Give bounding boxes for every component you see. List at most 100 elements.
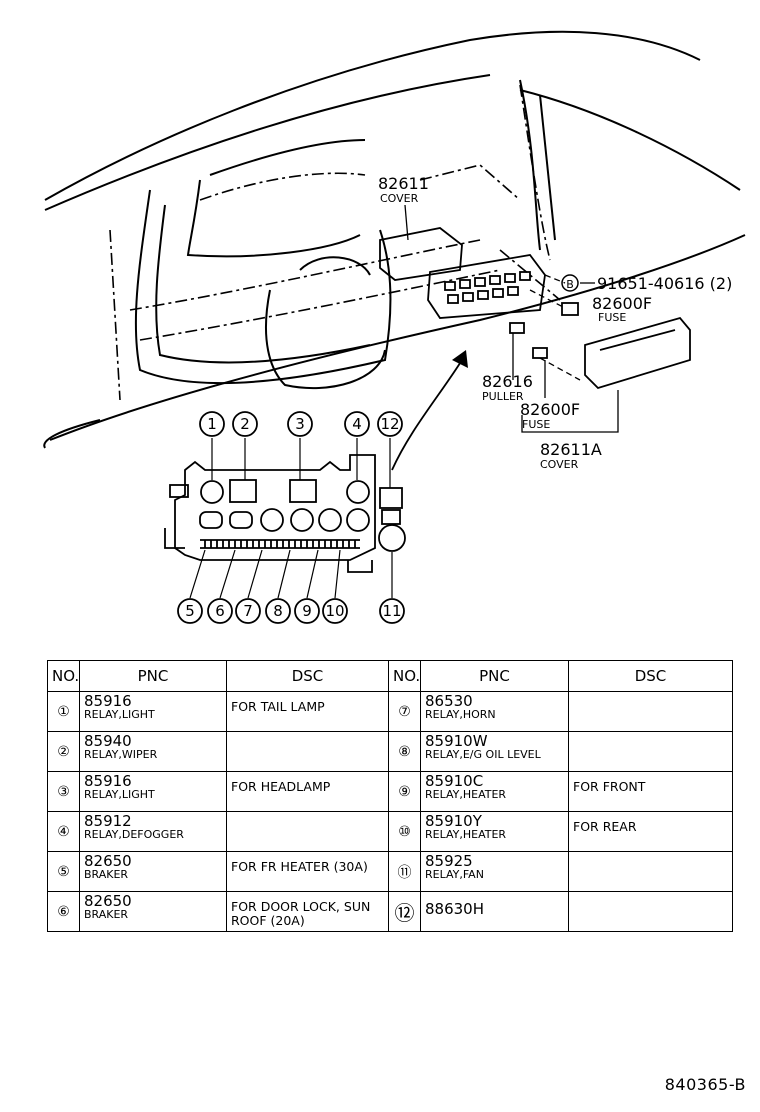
header-dsc-left: DSC [226,660,389,692]
callout-6: 6 [215,602,225,620]
callout-4: 4 [352,415,362,433]
callout-5: 5 [185,602,195,620]
pnc-number: 85940 [84,732,132,750]
pnc-description: RELAY,HORN [425,708,496,721]
callout-8: 8 [273,602,283,620]
header-pnc-right: PNC [420,660,569,692]
direction-arrow [391,359,463,471]
upper-fuse-block [379,227,546,319]
pnc-cell: 88630H [420,891,569,932]
pnc-number: 85925 [425,852,473,870]
callout-7: 7 [243,602,253,620]
pnc-description: RELAY,WIPER [84,748,158,761]
header-no-right: NO. [388,660,421,692]
callout-12: 12 [380,415,399,433]
pnc-description: RELAY,E/G OIL LEVEL [425,748,541,761]
bolt-pnc: 91651-40616 (2) [597,274,732,293]
dsc-cell: FOR HEADLAMP [226,771,389,812]
table-header-row: NO. PNC DSC NO. PNC DSC [47,660,733,692]
puller-pnc: 82616 [482,372,533,391]
fuse1-desc: FUSE [598,311,626,324]
dsc-cell [226,731,389,772]
fuse2-pnc: 82600F [520,400,580,419]
pnc-number: 85912 [84,812,132,830]
dsc-cell [568,851,733,892]
pnc-number: 85916 [84,692,132,710]
callout-9: 9 [302,602,312,620]
callout-numbers: 1 2 3 4 5 6 7 8 9 10 11 12 [185,415,401,620]
pnc-number: 85910Y [425,812,482,830]
bolt-marker-circle [561,274,579,292]
pnc-description: RELAY,LIGHT [84,788,155,801]
pnc-description: RELAY,LIGHT [84,708,155,721]
row-number: ⑫ [388,891,421,932]
cover2-pnc: 82611A [540,440,602,459]
row-number: ⑤ [47,851,80,892]
pnc-description: RELAY,FAN [425,868,484,881]
leader-lines [404,204,619,433]
dsc-cell [568,691,733,732]
row-number: ⑧ [388,731,421,772]
row-number: ⑪ [388,851,421,892]
relay-block [164,454,406,573]
pnc-description: RELAY,HEATER [425,828,507,841]
row-number: ② [47,731,80,772]
pnc-description: RELAY,HEATER [425,788,507,801]
fuse2-desc: FUSE [522,418,550,431]
pnc-number: 82650 [84,892,132,910]
pnc-number: 85910W [425,732,488,750]
dsc-cell [568,891,733,932]
row-number: ⑩ [388,811,421,852]
row-number: ⑦ [388,691,421,732]
dsc-cell [568,731,733,772]
cover2-desc: COVER [540,458,579,471]
callout-1: 1 [207,415,217,433]
row-number: ④ [47,811,80,852]
row-number: ⑥ [47,891,80,932]
puller-desc: PULLER [482,390,524,403]
dashboard-outline [43,30,746,449]
callout-leaders [189,438,393,599]
dsc-cell: FOR FRONT [568,771,733,812]
dsc-cell: FOR TAIL LAMP [226,691,389,732]
cover-top-pnc: 82611 [378,174,429,193]
pnc-number: 86530 [425,692,473,710]
pnc-description: RELAY,DEFOGGER [84,828,184,841]
callout-circles [177,411,405,624]
pnc-number: 85916 [84,772,132,790]
callout-3: 3 [295,415,305,433]
pnc-description: BRAKER [84,868,129,881]
pnc-number: 82650 [84,852,132,870]
header-pnc-left: PNC [79,660,227,692]
header-dsc-right: DSC [568,660,733,692]
fuse-box-exploded-diagram: B 82611 COVER 91651-40616 (2) 82600F FUS… [43,30,746,624]
callout-2: 2 [240,415,250,433]
pnc-number: 85910C [425,772,484,790]
row-number: ③ [47,771,80,812]
bolt-marker: B [566,278,574,291]
row-number: ① [47,691,80,732]
dsc-cell [226,811,389,852]
document-id: 840365-B [664,1075,746,1094]
pnc-description: BRAKER [84,908,129,921]
callout-11: 11 [382,602,401,620]
dsc-cell: FOR REAR [568,811,733,852]
fuse1-pnc: 82600F [592,294,652,313]
row-number: ⑨ [388,771,421,812]
